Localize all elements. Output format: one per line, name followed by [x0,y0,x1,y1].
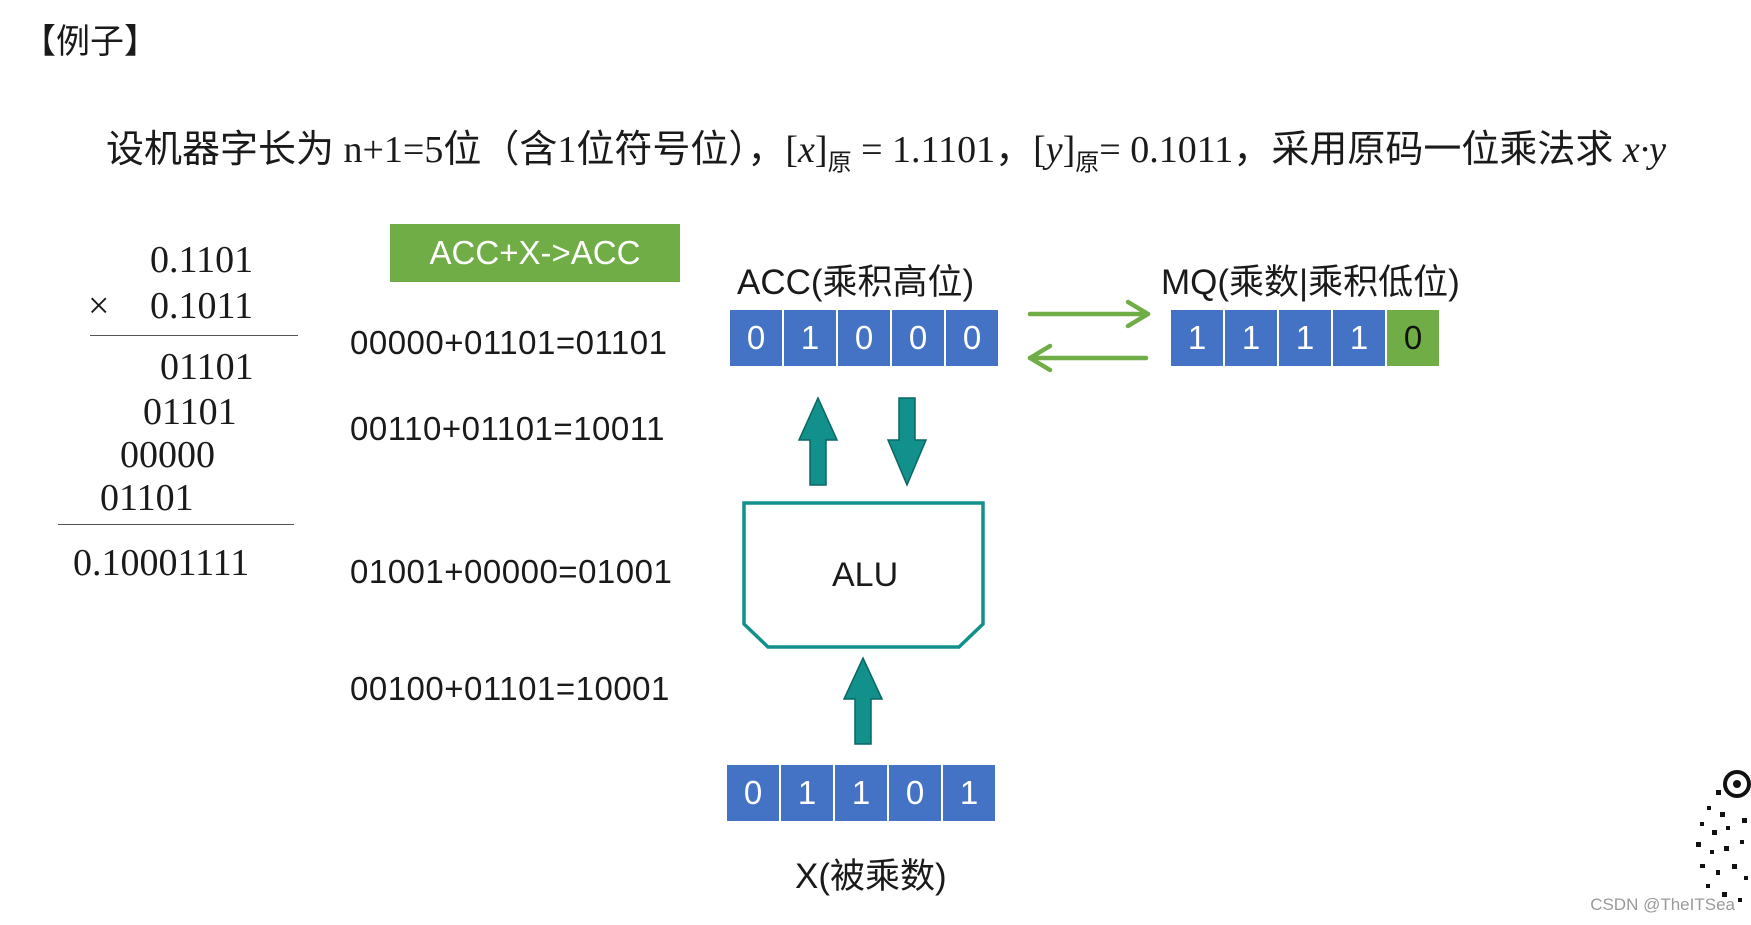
operation-badge: ACC+X->ACC [390,224,680,282]
times-sign: × [88,285,110,327]
acc-bit-1: 1 [784,310,836,366]
alu-label: ALU [832,556,899,594]
y-open-bracket: [ [1033,129,1046,171]
x-bit-3: 0 [889,765,941,821]
watermark: CSDN @TheITSea [1590,895,1735,914]
step-equation-1: 00000+01101=01101 [350,324,668,361]
y-variable: y [1045,129,1063,171]
x-variable: x [798,129,815,171]
mq-register: 1 1 1 1 0 [1171,310,1441,366]
acc-bit-4: 0 [946,310,998,366]
x-bit-4: 1 [943,765,995,821]
x-bit-0: 0 [727,765,779,821]
partial-product-3: 00000 [120,434,215,476]
arrow-acc-to-alu-icon [886,397,928,487]
mq-bit-1: 1 [1225,310,1277,366]
qr-code-icon [1696,770,1751,902]
partial-product-1: 01101 [160,346,254,388]
acc-bit-2: 0 [838,310,890,366]
acc-label: ACC(乘积高位) [737,263,975,302]
problem-statement: 设机器字长为 n+1=5位（含1位符号位），[x]原 = 1.1101，[y]原… [106,118,1666,178]
x-bit-1: 1 [781,765,833,821]
multiplicand: 0.1101 [150,239,254,281]
page-title: 【例子】 [22,23,158,61]
acc-register: 0 1 0 0 0 [730,310,1000,366]
partial-product-2: 01101 [143,391,237,433]
step-equation-2: 00110+01101=10011 [350,410,665,447]
arrow-mq-to-acc-icon [1027,343,1149,373]
x-close-bracket: ] [814,129,828,171]
mq-bit-2: 1 [1279,310,1331,366]
x-label: X(被乘数) [795,857,947,896]
step-equation-3: 01001+00000=01001 [350,553,673,590]
product-expression: x·y [1622,129,1667,171]
final-result: 0.10001111 [73,542,250,584]
x-bit-2: 1 [835,765,887,821]
x-register: 0 1 1 0 1 [727,765,997,821]
calc-rule-bottom [58,524,294,525]
problem-lead: 设机器字长为 n+1=5位（含1位符号位）， [106,129,786,171]
partial-product-4: 01101 [100,477,194,519]
mq-label: MQ(乘数|乘积低位) [1161,263,1460,302]
mq-bit-4: 0 [1387,310,1439,366]
arrow-acc-to-mq-icon [1027,299,1151,329]
mq-bit-3: 1 [1333,310,1385,366]
x-open-bracket: [ [785,129,799,171]
x-value: = 1.1101， [851,129,1034,171]
y-value: = 0.1011， [1099,129,1272,171]
arrow-alu-to-acc-icon [797,396,839,486]
y-subscript: 原 [1075,150,1100,177]
arrow-x-to-alu-icon [842,656,884,745]
acc-bit-0: 0 [730,310,782,366]
x-subscript: 原 [827,150,852,177]
multiplier: 0.1011 [150,285,254,327]
step-equation-4: 00100+01101=10001 [350,670,670,707]
acc-bit-3: 0 [892,310,944,366]
calc-rule-top [90,335,298,336]
mq-bit-0: 1 [1171,310,1223,366]
alu-block [742,501,985,649]
problem-tail: 采用原码一位乘法求 [1271,129,1623,171]
y-close-bracket: ] [1062,129,1076,171]
